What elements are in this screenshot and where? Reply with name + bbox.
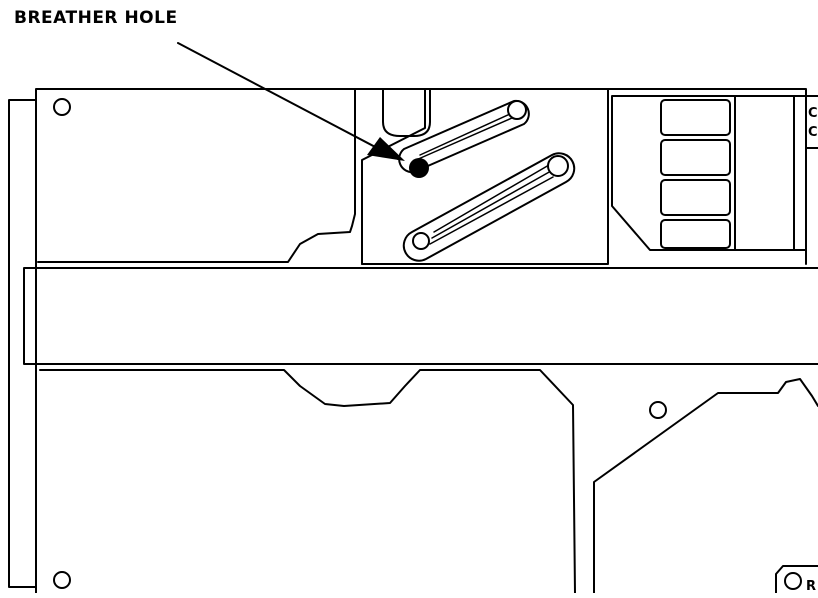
callout-arrowhead (367, 137, 405, 161)
center-panel-lower (361, 88, 609, 265)
lower-slot (402, 152, 576, 262)
mounting-hole-lower-left (53, 571, 71, 589)
mounting-hole-mid-right (649, 401, 667, 419)
upper-left-panel (37, 88, 356, 263)
right-section (611, 95, 807, 251)
lower-right-profile (593, 378, 818, 594)
lower-right-corner (775, 565, 818, 594)
side-flange (8, 99, 37, 588)
center-panel (361, 88, 426, 265)
right-edge-box (805, 95, 818, 149)
edge-letter-c2: C (808, 125, 818, 140)
lower-left-profile (39, 369, 576, 594)
edge-letter-c1: C (808, 106, 818, 121)
top-notch (382, 88, 431, 137)
callout-leader (177, 42, 399, 160)
breather-hole (409, 158, 429, 178)
mounting-hole-upper-left (53, 98, 71, 116)
breather-hole-label: BREATHER HOLE (14, 8, 178, 28)
pad-stack (660, 99, 731, 249)
horizontal-beam (23, 267, 818, 365)
mounting-hole-lower-right (784, 572, 802, 590)
edge-letter-r: R (806, 579, 816, 593)
upper-housing-outline (35, 88, 807, 265)
